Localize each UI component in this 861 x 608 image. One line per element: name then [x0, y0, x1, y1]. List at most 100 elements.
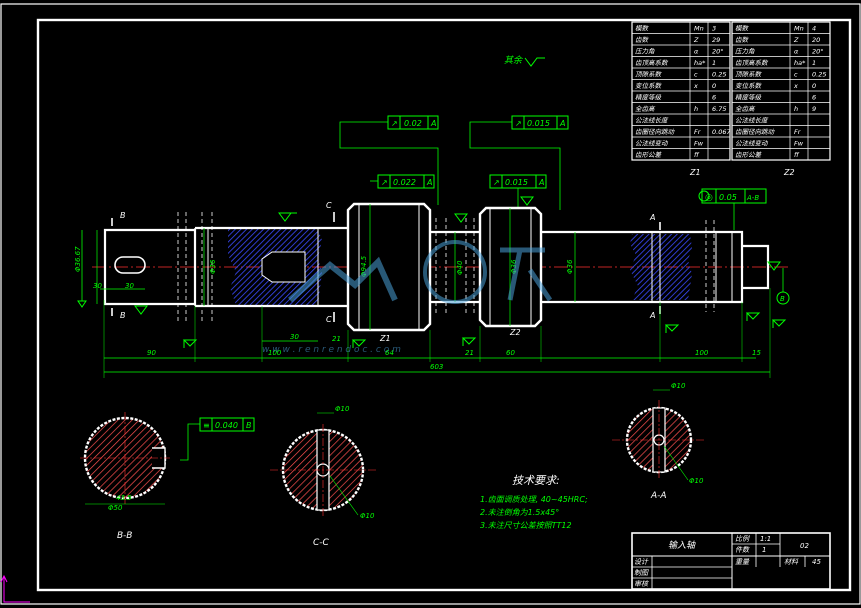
gear-table-cell-sym: x: [693, 82, 698, 90]
cc-dim-side: Φ10: [360, 512, 375, 520]
gear-table-cell-val: 6.75: [712, 105, 726, 113]
tol4-ref: A: [538, 178, 544, 187]
surface-finish-note: 其余: [504, 55, 523, 66]
watermark-url: w w w . r e n r e n d o c . c o m: [262, 345, 401, 355]
ucs-marker: [0, 574, 30, 603]
gear-table-cell-name: 全齿高: [635, 105, 656, 113]
gear-table-cell-name: 压力角: [635, 48, 655, 56]
gear-table-cell-name: 齿数: [635, 36, 650, 44]
gear-table-cell-name: 齿顶高系数: [735, 59, 769, 67]
tol5-ref: A-B: [746, 194, 759, 202]
marker-c-bottom: C: [326, 315, 332, 324]
gear-table-cell-sym: Mn: [794, 25, 804, 33]
gear-table-cell-sym: Z: [693, 36, 699, 44]
gear-label-z1: Z1: [379, 334, 391, 343]
gear-table-cell-sym: ha*: [694, 59, 706, 67]
dim-seg9: 15: [752, 349, 761, 357]
dim-d6: Φ36: [566, 259, 574, 274]
gear-table-cell-val: 9: [812, 105, 816, 113]
gear-table-cell-name: 顶隙系数: [635, 71, 663, 79]
bb-label: B-B: [117, 531, 132, 541]
gear-table-cell-sym: Z: [793, 36, 799, 44]
tech-req-item-3: 3.未注尺寸公差按照TT12: [480, 521, 572, 530]
gear-table-cell-sym: Fw: [794, 140, 804, 148]
gear-table-cell-val: 1: [712, 59, 716, 67]
marker-c-top: C: [326, 201, 332, 210]
tol3-val: 0.022: [393, 178, 416, 187]
dim-keyway-w: 30: [93, 282, 102, 290]
surface-finish-symbol: [524, 57, 545, 67]
gear-table-cell-val: 6: [812, 94, 816, 102]
dim-d5: Φ36: [510, 259, 518, 274]
gear-table-cell-val: 0: [812, 82, 816, 90]
dim-overall: 603: [430, 363, 443, 371]
tb-drawing-no: 02: [800, 542, 809, 550]
gear-table-cell-name: 齿形公差: [635, 151, 663, 159]
gear-table-cell-name: 公法线变动: [735, 140, 769, 148]
outer-sheet-border: [0, 3, 861, 605]
drawing-frame: [36, 18, 852, 592]
gear-table-cell-val: 29: [712, 36, 720, 44]
gear-table-cell-name: 全齿高: [735, 105, 756, 113]
tol6-sym: ≡: [203, 421, 210, 430]
gear-table-cell-sym: Fr: [694, 128, 702, 136]
gear-table-cell-val: 4: [812, 25, 816, 33]
dim-seg5: 64: [385, 349, 394, 357]
gear-table-cell-name: 顶隙系数: [735, 71, 763, 79]
marker-a-bottom: A: [649, 311, 655, 320]
gear-table-cell-name: 公法线长度: [735, 117, 769, 125]
gear-table-cell-name: 变位系数: [635, 82, 663, 90]
bb-dim-depth: 43.5: [116, 494, 132, 502]
gear-table-cell-name: 模数: [635, 25, 650, 33]
dim-keyway-l: 30: [125, 282, 134, 290]
dim-seg4: 21: [332, 335, 341, 343]
tol2-ref: A: [559, 119, 565, 128]
gear-table-cell-sym: ha*: [794, 59, 806, 67]
tb-checker: 审核: [634, 580, 649, 588]
datum-markers: B: [77, 190, 790, 308]
gear-table-cell-name: 齿圈径向跳动: [635, 128, 676, 136]
tol2-val: 0.015: [527, 119, 550, 128]
title-block: [631, 532, 831, 590]
tolerance-frame-3: ↗ 0.022 A: [370, 174, 435, 189]
gear-table-cell-name: 齿顶高系数: [635, 59, 669, 67]
tech-req-title: 技术要求:: [512, 474, 560, 487]
gear-table-cell-val: 20°: [812, 48, 824, 56]
tolerance-frame-5: ◎ 0.05 A-B: [701, 188, 767, 230]
aa-label: A-A: [650, 491, 667, 501]
tb-qty-label: 件数: [735, 546, 750, 554]
gear-table-cell-name: 精度等级: [735, 94, 762, 102]
gear-table-cell-sym: Fr: [794, 128, 802, 136]
dim-d4: Φ40: [456, 260, 464, 275]
section-view-c-c: C-C Φ10 Φ10: [270, 405, 376, 548]
tolerance-frame-2: ↗ 0.015 A: [469, 115, 569, 210]
tol5-val: 0.05: [719, 193, 737, 202]
gear-table-cell-name: 公法线长度: [635, 117, 669, 125]
bb-dim-width: Φ50: [108, 504, 123, 512]
tb-weight-label: 重量: [735, 558, 750, 566]
gear-table-cell-name: 压力角: [735, 48, 755, 56]
gear-table-cell-name: 公法线变动: [635, 140, 669, 148]
marker-b-bottom: B: [120, 311, 126, 320]
tech-req-item-2: 2.未注倒角为1.5x45°: [480, 508, 559, 517]
section-view-b-b: B-B 43.5 Φ50: [80, 412, 170, 541]
tol3-sym: ↗: [381, 178, 388, 187]
tol3-ref: A: [426, 178, 432, 187]
tol4-val: 0.015: [505, 178, 528, 187]
gear-table-cell-sym: α: [794, 48, 799, 56]
gear-table-cell-name: 变位系数: [735, 82, 763, 90]
roughness-symbols: [134, 196, 787, 348]
tol4-sym: ↗: [493, 178, 500, 187]
marker-b-top: B: [120, 211, 126, 220]
gear-table-cell-val: 0.25: [712, 71, 726, 79]
aa-dim-side: Φ10: [689, 477, 704, 485]
tech-requirements: 技术要求: 1.齿面调质处理, 40~45HRC; 2.未注倒角为1.5x45°…: [480, 474, 588, 530]
dim-seg8: 100: [695, 349, 709, 357]
tolerance-frame-4: ↗ 0.015 A: [489, 174, 547, 208]
marker-a-top: A: [649, 213, 655, 222]
dim-seg6: 21: [465, 349, 474, 357]
gear-table-cell-sym: ff: [694, 151, 700, 159]
dim-d3: Φ94.5: [360, 255, 368, 277]
